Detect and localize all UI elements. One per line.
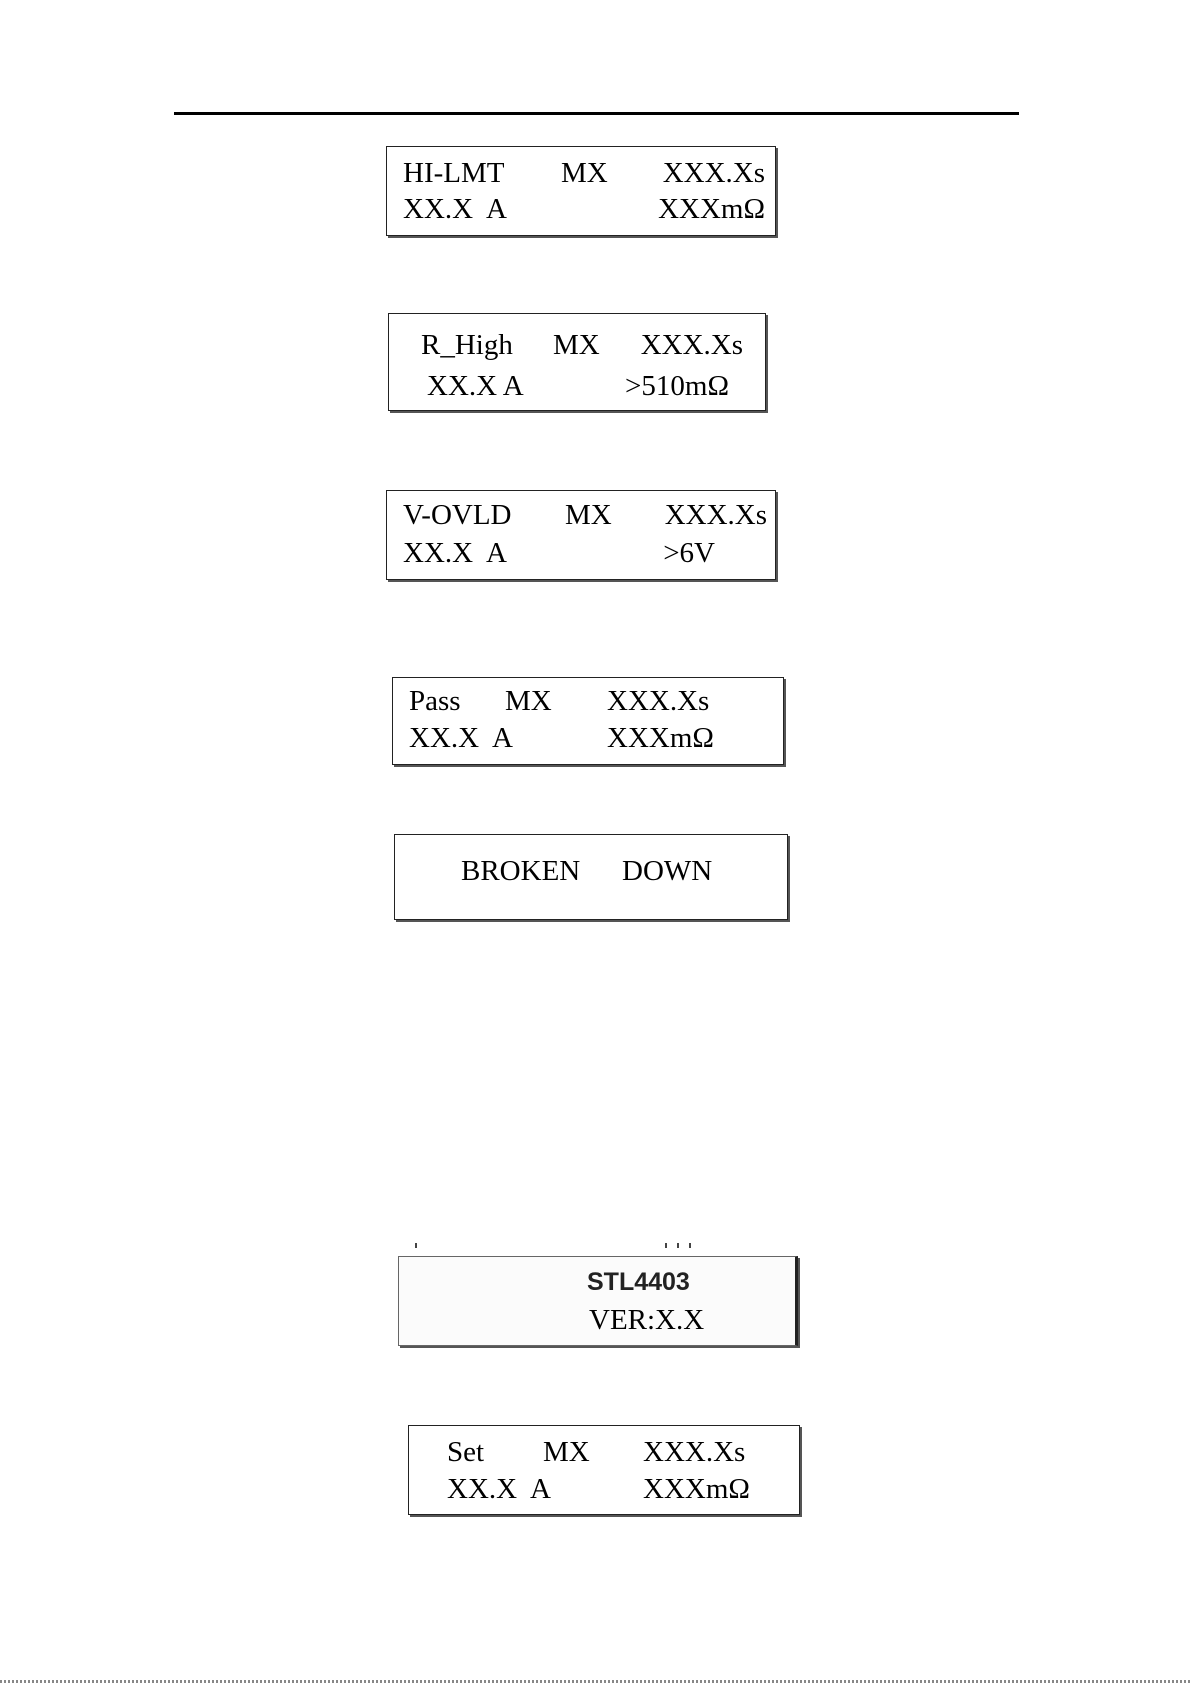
lcd-display-set: Set MX XXX.Xs XX.X A XXXmΩ xyxy=(408,1425,800,1515)
lcd-display-v-ovld: V-OVLD MX XXX.Xs XX.X A >6V xyxy=(386,490,776,580)
status-label: Set xyxy=(447,1438,484,1467)
status-label: HI-LMT xyxy=(403,159,504,188)
current-readout: XX.X A xyxy=(427,372,524,401)
lcd-display-pass: Pass MX XXX.Xs XX.X A XXXmΩ xyxy=(392,677,784,765)
resistance-readout: XXXmΩ xyxy=(607,724,714,753)
status-label: Pass xyxy=(409,687,461,716)
model-label: STL4403 xyxy=(587,1270,690,1295)
resistance-readout: >510mΩ xyxy=(625,372,729,401)
header-rule xyxy=(174,112,1019,115)
mode-label: MX xyxy=(543,1438,590,1467)
lcd-display-firmware: STL4403 VER:X.X xyxy=(398,1256,798,1346)
version-label: VER:X.X xyxy=(589,1306,704,1335)
current-readout: XX.X A xyxy=(403,195,507,224)
voltage-readout: >6V xyxy=(663,539,715,568)
time-readout: XXX.Xs xyxy=(663,159,765,188)
resistance-readout: XXXmΩ xyxy=(658,195,765,224)
mode-label: MX xyxy=(565,501,612,530)
time-readout: XXX.Xs xyxy=(665,501,767,530)
time-readout: XXX.Xs xyxy=(641,331,743,360)
mode-label: MX xyxy=(561,159,608,188)
mode-label: MX xyxy=(505,687,552,716)
status-label: R_High xyxy=(421,331,513,360)
crop-artifact-marks xyxy=(415,1243,715,1249)
status-label-2: DOWN xyxy=(622,857,712,886)
status-label: V-OVLD xyxy=(403,501,511,530)
current-readout: XX.X A xyxy=(409,724,513,753)
time-readout: XXX.Xs xyxy=(643,1438,745,1467)
resistance-readout: XXXmΩ xyxy=(643,1475,750,1504)
mode-label: MX xyxy=(553,331,600,360)
lcd-display-hi-limit: HI-LMT MX XXX.Xs XX.X A XXXmΩ xyxy=(386,146,776,236)
time-readout: XXX.Xs xyxy=(607,687,709,716)
current-readout: XX.X A xyxy=(447,1475,551,1504)
lcd-display-broken-down: BROKEN DOWN xyxy=(394,834,788,920)
lcd-display-r-high: R_High MX XXX.Xs XX.X A >510mΩ xyxy=(388,313,766,411)
current-readout: XX.X A xyxy=(403,539,507,568)
status-label: BROKEN xyxy=(461,857,580,886)
